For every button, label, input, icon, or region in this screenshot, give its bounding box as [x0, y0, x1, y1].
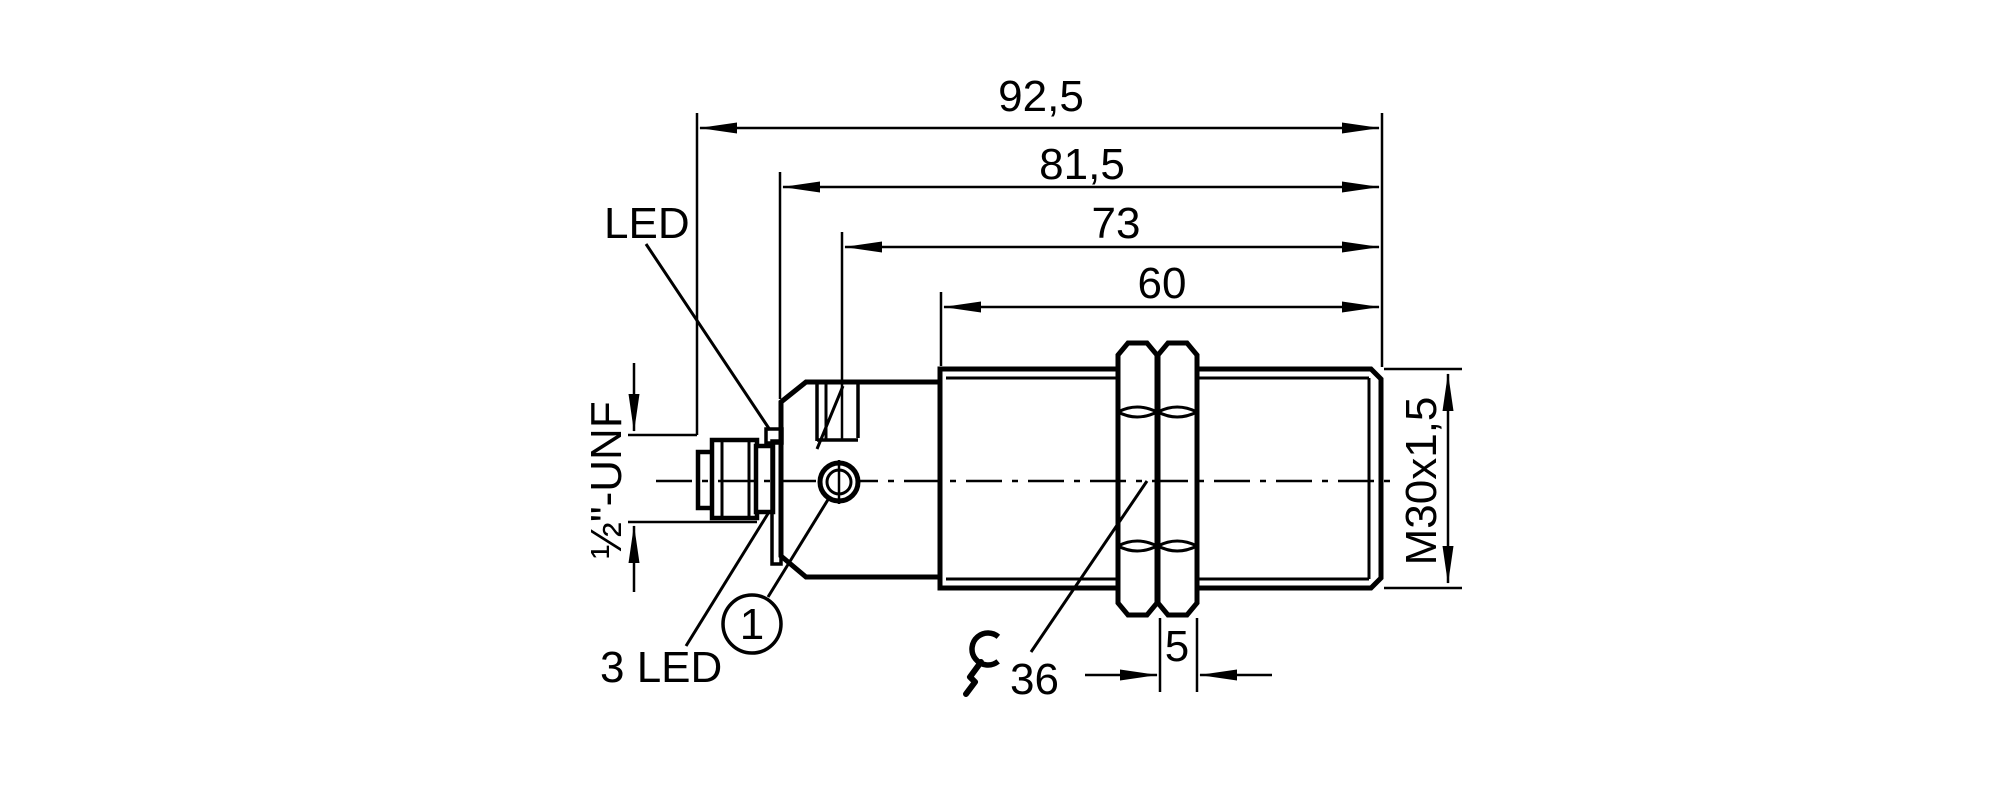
callout-3-led: 3 LED	[600, 511, 771, 692]
hex-nut-2	[1155, 340, 1200, 618]
wrench-leader-line	[1029, 480, 1149, 653]
dim-housing-length: 81,5	[782, 140, 1380, 193]
callouts: LED 3 LED 1 36	[600, 199, 1149, 704]
dim-thread-spec: M30x1,5	[1384, 367, 1462, 590]
callout-led: LED	[604, 199, 772, 431]
callout-wrench-size: 36	[963, 480, 1149, 704]
dimension-system: 92,5 81,5 73 60 M30x1,5	[582, 72, 1462, 692]
dim-label-73: 73	[1092, 199, 1141, 248]
wrench-handle	[963, 659, 984, 697]
three-led-leader-line	[684, 511, 771, 647]
wrench-size-label: 36	[1010, 655, 1059, 704]
rear-head-housing	[778, 379, 943, 580]
led-window	[815, 383, 860, 450]
dim-label-unf: ½"-UNF	[582, 401, 631, 558]
dim-thread-length: 60	[943, 259, 1380, 313]
item-1-balloon-circle	[721, 593, 783, 655]
led-label: LED	[604, 199, 690, 248]
dim-label-nut-5: 5	[1165, 622, 1189, 671]
led-notch	[764, 427, 784, 445]
wrench-jaw	[969, 630, 1007, 668]
dim-rear-section: 73	[844, 199, 1380, 253]
dim-label-60: 60	[1138, 259, 1187, 308]
callout-item-1: 1	[721, 497, 831, 655]
connector-plug	[695, 437, 776, 521]
led-window-slash	[815, 385, 845, 450]
item-1-label: 1	[740, 600, 764, 649]
hex-nuts	[1115, 340, 1200, 618]
led-leader-line	[644, 243, 772, 431]
dim-label-92-5: 92,5	[998, 72, 1084, 121]
dim-label-m30: M30x1,5	[1397, 397, 1446, 566]
dim-label-81-5: 81,5	[1039, 140, 1125, 189]
hex-nut-2-facets	[1157, 405, 1198, 553]
dim-overall-length: 92,5	[699, 72, 1380, 134]
dim-nut-thickness: 5	[1085, 618, 1272, 692]
wrench-icon	[963, 630, 1007, 697]
item-1-leader-line	[766, 497, 831, 598]
adjustment-screw	[817, 460, 861, 504]
three-led-label: 3 LED	[600, 643, 722, 692]
dim-connector-thread: ½"-UNF	[582, 363, 757, 592]
hex-nut-1	[1115, 340, 1160, 618]
hex-nut-1-facets	[1117, 405, 1158, 553]
sensor-body	[656, 340, 1396, 618]
